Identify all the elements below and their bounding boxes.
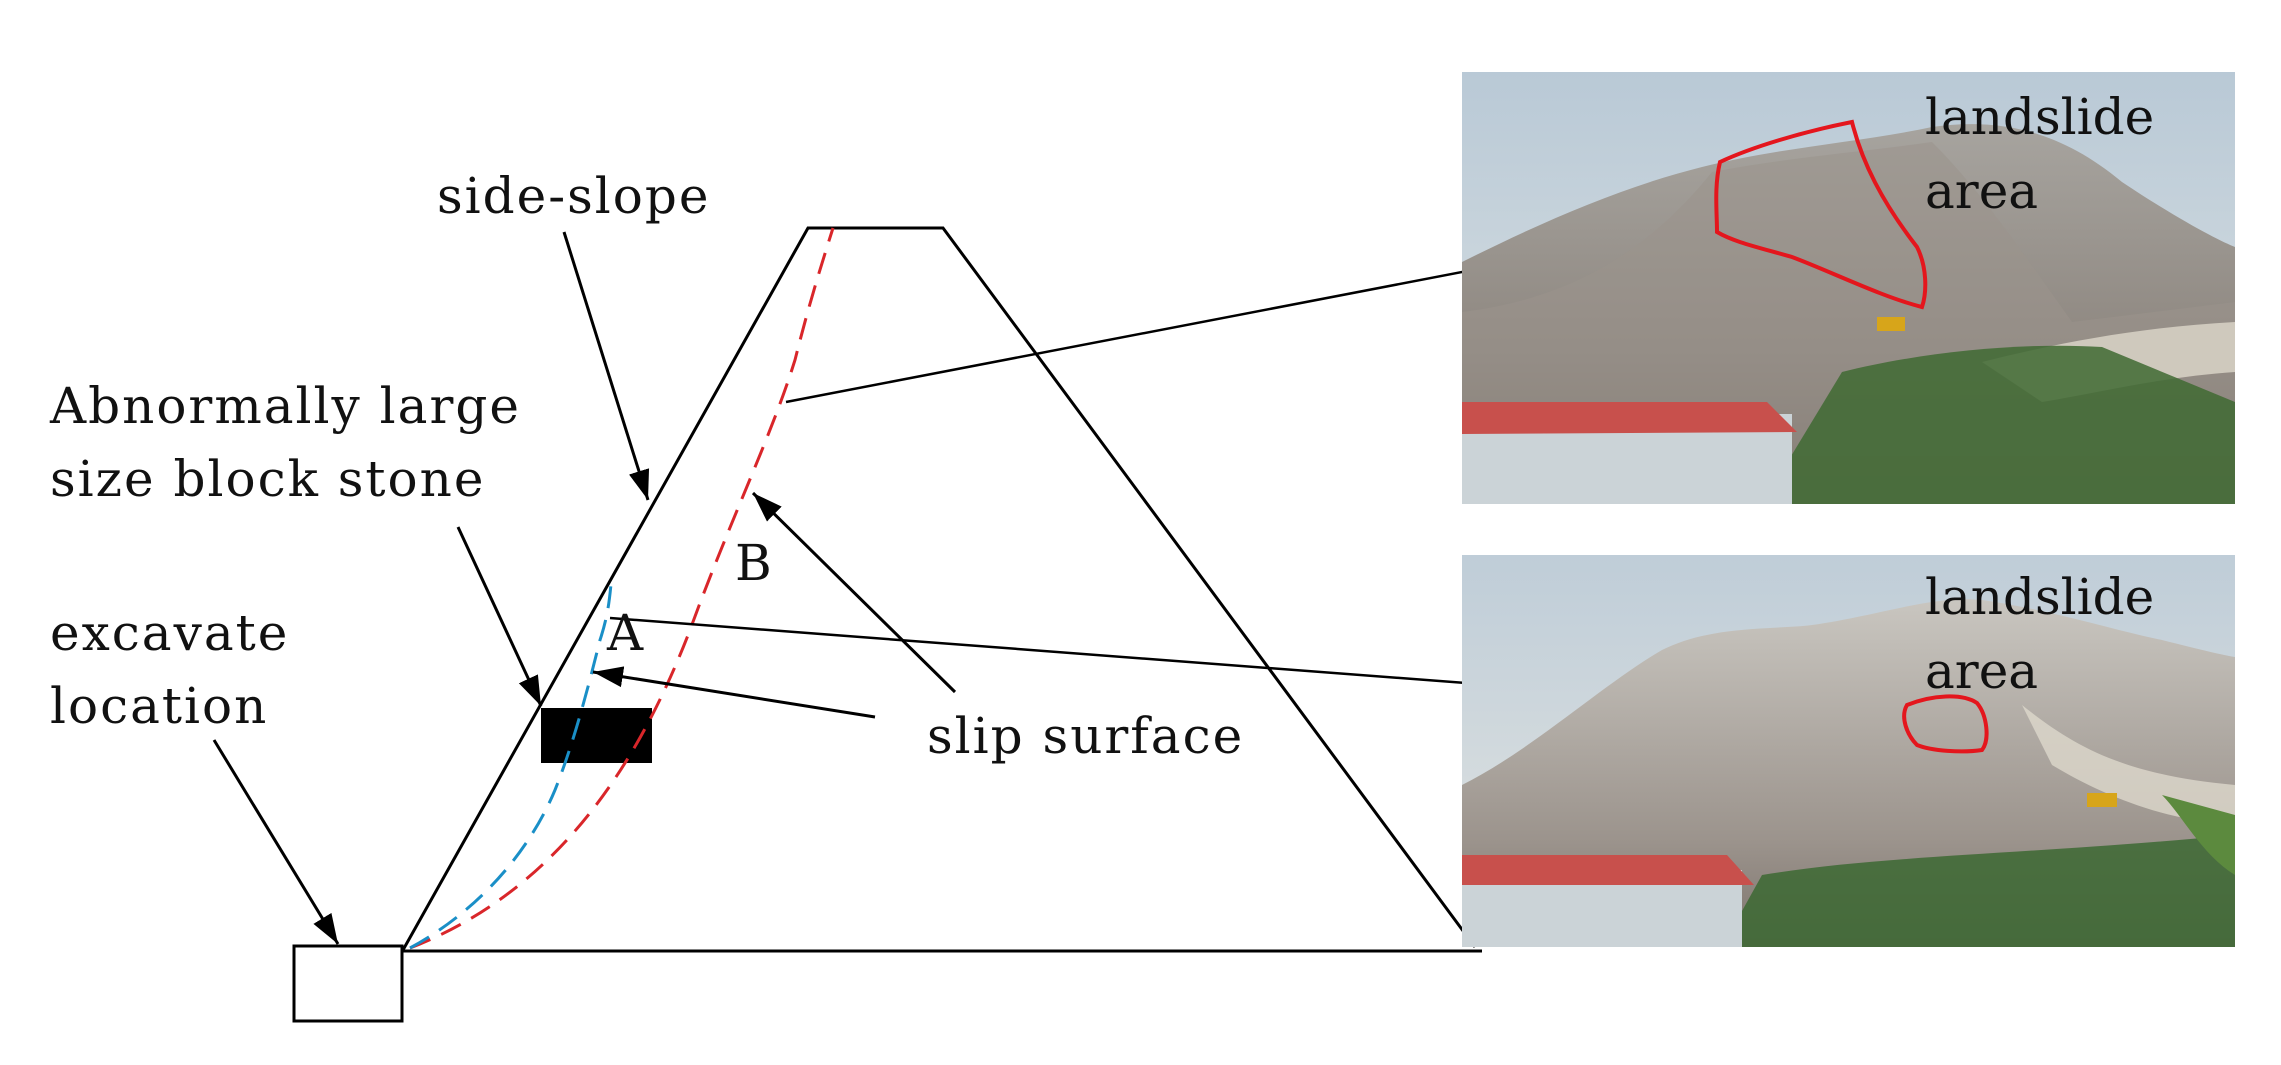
abnormal-block-label-line-1: Abnormally large [50,377,521,435]
photo-2-caption-line-2: area [1925,642,2039,700]
point-a-label: A [607,604,644,662]
landslide-photo-2: landslide area [1462,555,2235,947]
block-stone-arrow [456,526,543,707]
excavate-label-line-2: location [50,677,269,735]
photo-1-caption-line-1: landslide [1925,88,2155,146]
photo-2-scene [1462,555,2235,947]
slope-outline [401,226,1477,951]
side-slope-arrow [562,231,650,501]
photo-1-caption-line-2: area [1925,162,2039,220]
block-stone [541,708,652,763]
slip-surface-b [409,227,835,950]
slip-surface-label: slip surface [927,707,1245,765]
abnormal-block-label-line-2: size block stone [50,450,486,508]
landslide-photo-1: landslide area [1462,72,2235,504]
side-slope-label: side-slope [437,167,711,225]
photo-2-caption-line-1: landslide [1925,568,2155,626]
excavate-arrow [212,739,340,945]
point-b-label: B [735,534,772,592]
excavate-label-line-1: excavate [50,604,290,662]
photo-1-scene [1462,72,2235,504]
excavate-box [292,944,404,1023]
slip-surface-arrow-a [592,666,876,719]
slip-surface-arrow-b [751,491,957,694]
